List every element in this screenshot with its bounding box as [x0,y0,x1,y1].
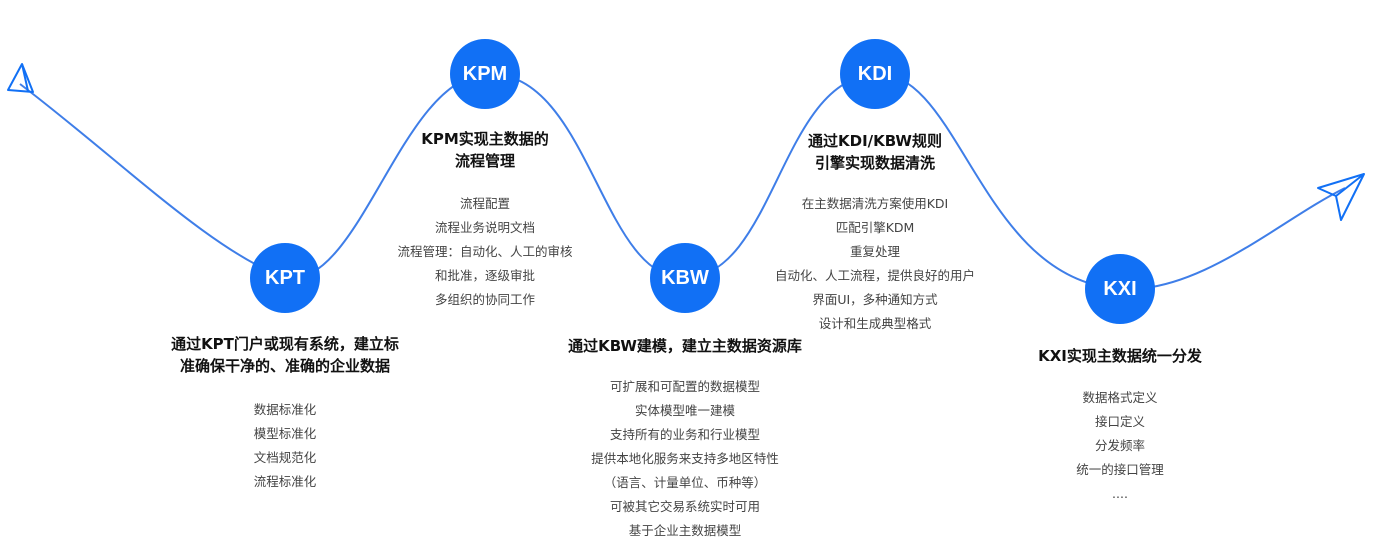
kpm-title: KPM实现主数据的 流程管理 [385,128,585,172]
list-item: .... [1112,486,1128,501]
paper-plane-right-icon [1317,173,1365,221]
list-item: 数据标准化 [253,402,317,417]
kdi-title: 通过KDI/KBW规则 引擎实现数据清洗 [775,130,975,174]
list-item: 分发频率 [1094,438,1145,453]
kpm-code: KPM [462,62,508,85]
kxi-node: KXI [1085,254,1155,324]
list-item: 设计和生成典型格式 [818,316,932,331]
kpm-items: 流程配置 流程业务说明文档 流程管理：自动化、人工的审核 和批准，逐级审批 多组… [370,192,600,312]
list-item: 统一的接口管理 [1076,462,1164,477]
kxi-title-line-1: KXI实现主数据统一分发 [1038,347,1202,365]
list-item: 流程配置 [459,196,510,211]
kdi-node: KDI [840,39,910,109]
kpt-title-line-2: 准确保干净的、准确的企业数据 [179,357,390,375]
kbw-node: KBW [650,243,720,313]
list-item: 和批准，逐级审批 [434,268,535,283]
list-item: 流程标准化 [253,474,317,489]
list-item: 自动化、人工流程，提供良好的用户 [774,268,975,283]
kdi-title-line-2: 引擎实现数据清洗 [814,154,935,172]
list-item: 界面UI，多种通知方式 [812,292,938,307]
list-item: （语言、计量单位、币种等） [603,475,767,490]
kpt-items: 数据标准化 模型标准化 文档规范化 流程标准化 [185,398,385,494]
list-item: 重复处理 [849,244,900,259]
kdi-code: KDI [857,62,893,85]
kpm-title-line-2: 流程管理 [454,152,515,170]
kbw-code: KBW [661,266,709,289]
kxi-title: KXI实现主数据统一分发 [1010,345,1230,367]
list-item: 多组织的协同工作 [434,292,535,307]
list-item: 基于企业主数据模型 [628,523,742,538]
kpt-title-line-1: 通过KPT门户或现有系统，建立标 [171,335,399,353]
list-item: 接口定义 [1094,414,1145,429]
kbw-title: 通过KBW建模，建立主数据资源库 [535,335,835,357]
paper-plane-left-icon [7,63,34,93]
list-item: 实体模型唯一建模 [634,403,735,418]
list-item: 模型标准化 [253,426,317,441]
list-item: 流程业务说明文档 [434,220,535,235]
kbw-items: 可扩展和可配置的数据模型 实体模型唯一建模 支持所有的业务和行业模型 提供本地化… [560,375,810,543]
kpm-title-line-1: KPM实现主数据的 [421,130,549,148]
kpt-title: 通过KPT门户或现有系统，建立标 准确保干净的、准确的企业数据 [150,333,420,377]
list-item: 流程管理：自动化、人工的审核 [397,244,573,259]
kdi-title-line-1: 通过KDI/KBW规则 [808,132,942,150]
list-item: 可扩展和可配置的数据模型 [609,379,760,394]
list-item: 文档规范化 [253,450,317,465]
kxi-items: 数据格式定义 接口定义 分发频率 统一的接口管理 .... [1040,386,1200,506]
list-item: 匹配引擎KDM [835,220,915,235]
kdi-items: 在主数据清洗方案使用KDI 匹配引擎KDM 重复处理 自动化、人工流程，提供良好… [745,192,1005,336]
list-item: 在主数据清洗方案使用KDI [801,196,949,211]
list-item: 支持所有的业务和行业模型 [609,427,760,442]
kpm-node: KPM [450,39,520,109]
list-item: 数据格式定义 [1082,390,1158,405]
kxi-code: KXI [1103,277,1137,300]
kbw-title-line-1: 通过KBW建模，建立主数据资源库 [568,337,802,355]
list-item: 可被其它交易系统实时可用 [609,499,760,514]
kpt-node: KPT [250,243,320,313]
kpt-code: KPT [265,266,305,289]
list-item: 提供本地化服务来支持多地区特性 [591,451,779,466]
